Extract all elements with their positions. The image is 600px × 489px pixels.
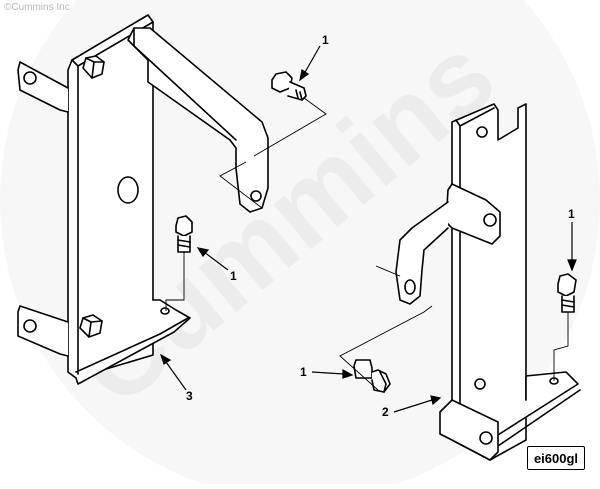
reference-code-box: ei600gl: [527, 446, 585, 470]
hex-nut-top: [82, 55, 105, 79]
capscrew-left-lower: [175, 215, 193, 253]
callout-2: 2: [382, 405, 389, 419]
assembly-lines: [165, 97, 569, 391]
copyright-notice: ©Cummins Inc: [4, 2, 70, 13]
callout-arrows: [159, 45, 577, 413]
callout-1-left: 1: [230, 269, 237, 283]
callout-1-bottom: 1: [300, 365, 307, 379]
capscrew-left-upper: [271, 71, 307, 101]
capscrew-right-lower: [353, 359, 391, 393]
left-mounting-bracket: [17, 14, 269, 385]
right-mounting-bracket: [395, 103, 581, 461]
hex-nut-bottom: [79, 314, 103, 338]
callout-1-top: 1: [322, 33, 329, 47]
callout-3: 3: [186, 389, 193, 403]
callout-1-right: 1: [568, 207, 575, 221]
capscrew-right-upper: [557, 273, 577, 313]
